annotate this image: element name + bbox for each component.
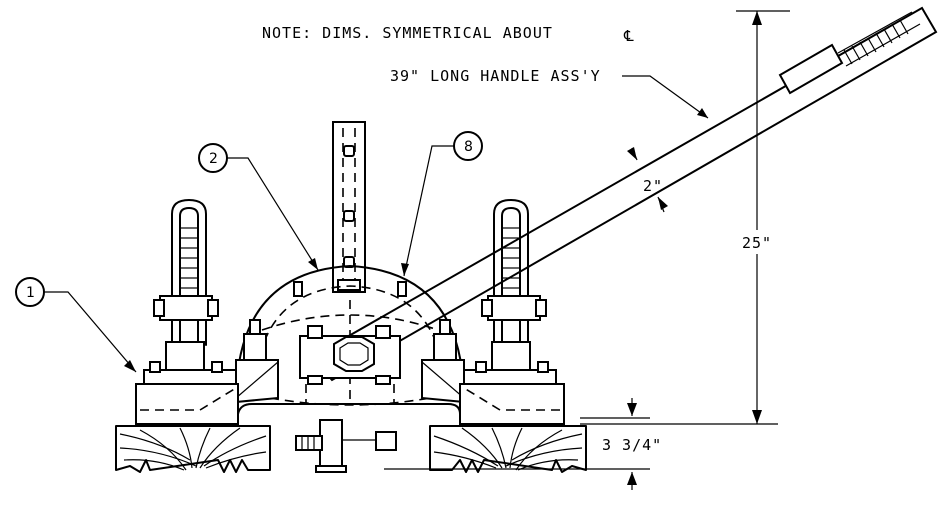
left-clamp-plate [159,295,213,321]
right-clamp-plate [487,295,541,321]
right-wood-tie [429,425,587,473]
left-tie-outline [115,425,271,473]
center-hub [299,325,401,385]
balloon-2-label: 2 [209,151,218,167]
note-text: NOTE: DIMS. SYMMETRICAL ABOUT [262,24,553,42]
balloon-1: 1 [15,277,137,373]
handle-sleeve [778,43,844,95]
handle-assembly [310,6,938,382]
handle-callout: 39" LONG HANDLE ASS'Y [390,67,709,119]
hub-bolt [307,325,323,339]
post-hole [343,210,355,222]
hub-bolt [375,325,391,339]
handle-label: 39" LONG HANDLE ASS'Y [390,67,601,85]
right-clamp [459,199,565,425]
right-tie-outline [429,425,587,473]
left-u-bolt [171,199,207,346]
base-connector [237,384,461,425]
balloon-2: 2 [198,143,319,271]
left-clamp [135,199,239,425]
left-base-block [135,383,239,425]
balloon-8-label: 8 [464,139,473,155]
base-height-label: 3 3/4" [602,436,662,454]
base-height-dimension: 3 3/4" [384,398,662,490]
side-wedges [235,319,465,404]
left-wood-tie [115,425,271,473]
hub-bolt [375,375,391,385]
rail-web [319,419,343,469]
threaded-stud [295,435,323,451]
balloon-1-label: 1 [26,285,35,301]
balloon-8: 8 [401,131,483,277]
centerline-symbol: ℄ [623,27,635,45]
handle-leader-line [622,75,709,119]
dome-bolt [293,281,303,297]
right-base-block [459,383,565,425]
left-nut-stack [243,333,267,361]
right-u-bolt [493,199,529,346]
right-wedge [421,359,465,404]
handle-leader-arrow [697,108,708,118]
left-clamp-nut [165,341,205,371]
center-rail [295,419,397,473]
handle-width-dimension: 2" [627,147,668,213]
hub-bolt [307,375,323,385]
handle-width-label: 2" [643,177,663,195]
left-wedge [235,359,279,404]
symmetry-note: NOTE: DIMS. SYMMETRICAL ABOUT ℄ [262,24,635,45]
stud-nut [375,431,397,451]
overall-height-label: 25" [742,234,772,252]
handle-thread [837,11,921,67]
right-nut-stack [433,333,457,361]
dome-bolt [397,281,407,297]
center-post [332,121,366,293]
post-clamp [337,279,361,291]
right-clamp-nut [491,341,531,371]
overall-height-dimension: 25" [580,10,790,425]
post-hole [343,145,355,157]
